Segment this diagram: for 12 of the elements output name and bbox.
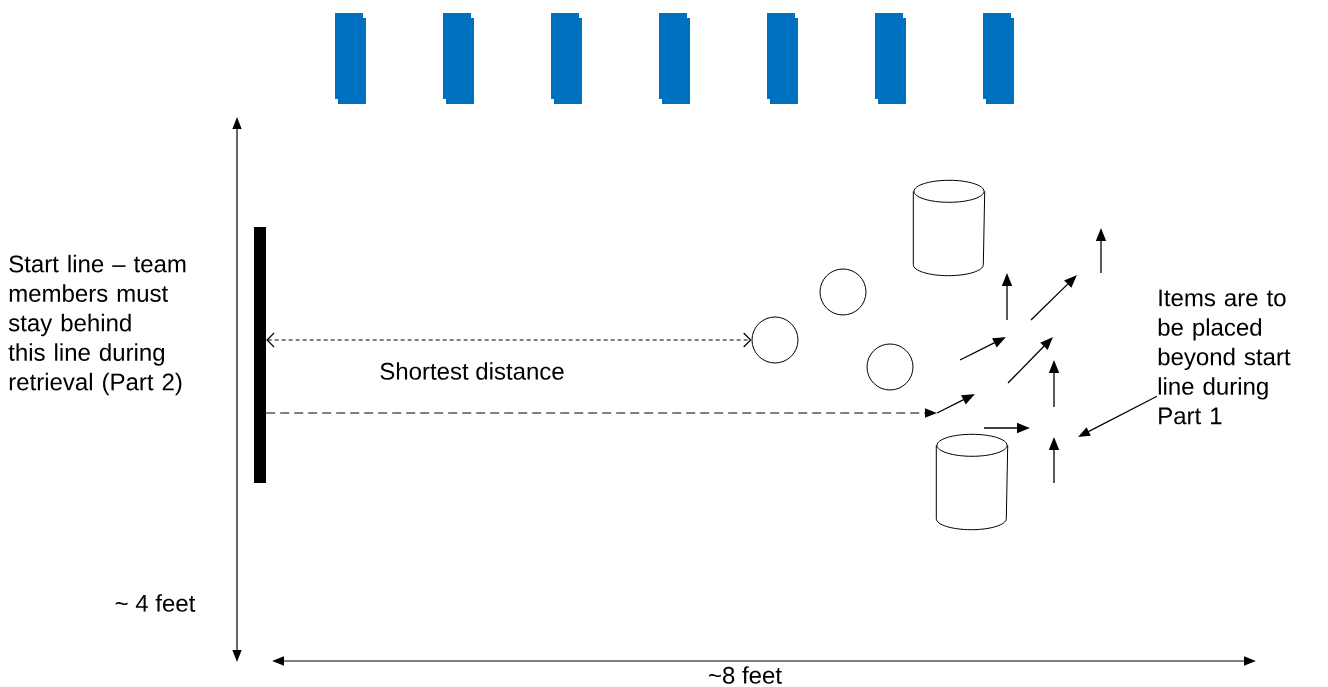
- dimension-label: ~ 4 feet: [115, 594, 196, 612]
- arrow: [266, 332, 752, 348]
- ball: [819, 268, 867, 316]
- ball: [751, 316, 799, 364]
- bucket: [935, 433, 1009, 531]
- note-text: Start line – team members must stay behind this line during retrieval (Part 2): [8, 254, 186, 396]
- note-text: Items are to be placed beyond start line during Part 1: [1158, 289, 1291, 425]
- bucket: [912, 179, 986, 277]
- dimension-label: ~8 feet: [709, 666, 782, 684]
- edge-label: Shortest distance: [378, 361, 566, 381]
- leader-arrow: [1078, 395, 1158, 437]
- ball: [866, 343, 914, 391]
